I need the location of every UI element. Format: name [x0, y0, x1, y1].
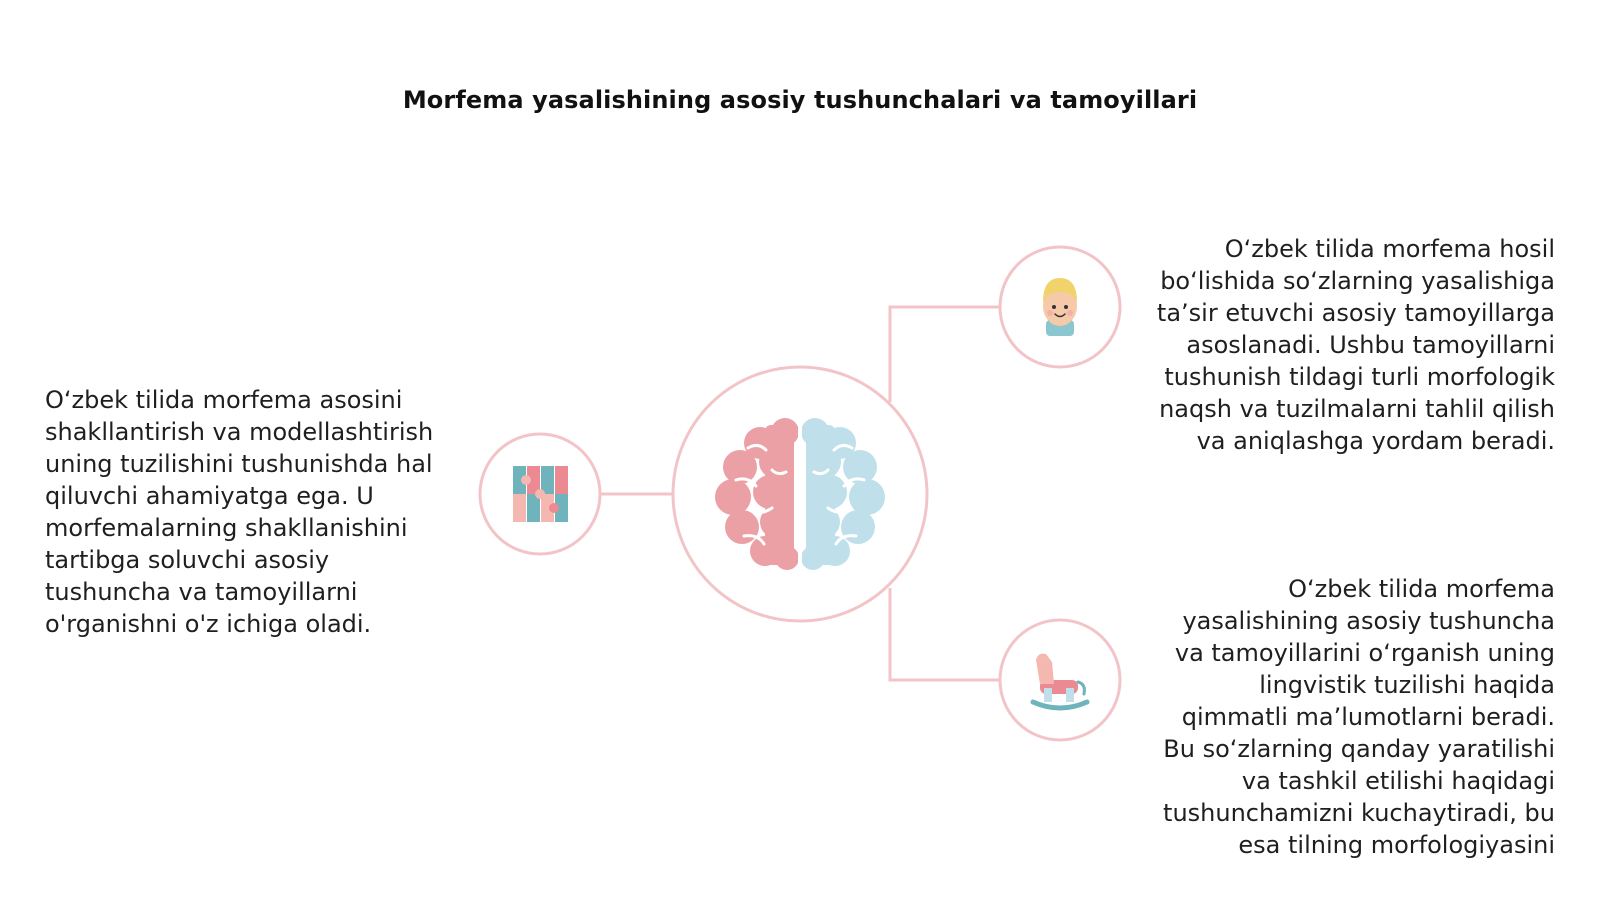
center-node	[671, 365, 929, 623]
child-face-icon	[1043, 278, 1077, 336]
connector-bottom-right	[888, 588, 999, 682]
rocking-horse-icon	[1030, 653, 1090, 711]
connector-lines	[600, 305, 999, 682]
bottom-right-node	[998, 618, 1122, 742]
puzzle-icon	[513, 466, 568, 522]
top-right-node	[998, 245, 1122, 369]
page-title: Morfema yasalishining asosiy tushunchala…	[402, 86, 1198, 114]
text-block-left: O‘zbek tilida morfema asosini shakllanti…	[45, 386, 434, 638]
left-node	[478, 432, 602, 556]
text-block-right-bottom: O‘zbek tilida morfema yasalishining asos…	[1163, 575, 1555, 859]
brain-icon	[715, 418, 885, 570]
text-block-right-top: O‘zbek tilida morfema hosil bo‘lishida s…	[1156, 235, 1555, 455]
connector-top-right	[888, 305, 999, 402]
